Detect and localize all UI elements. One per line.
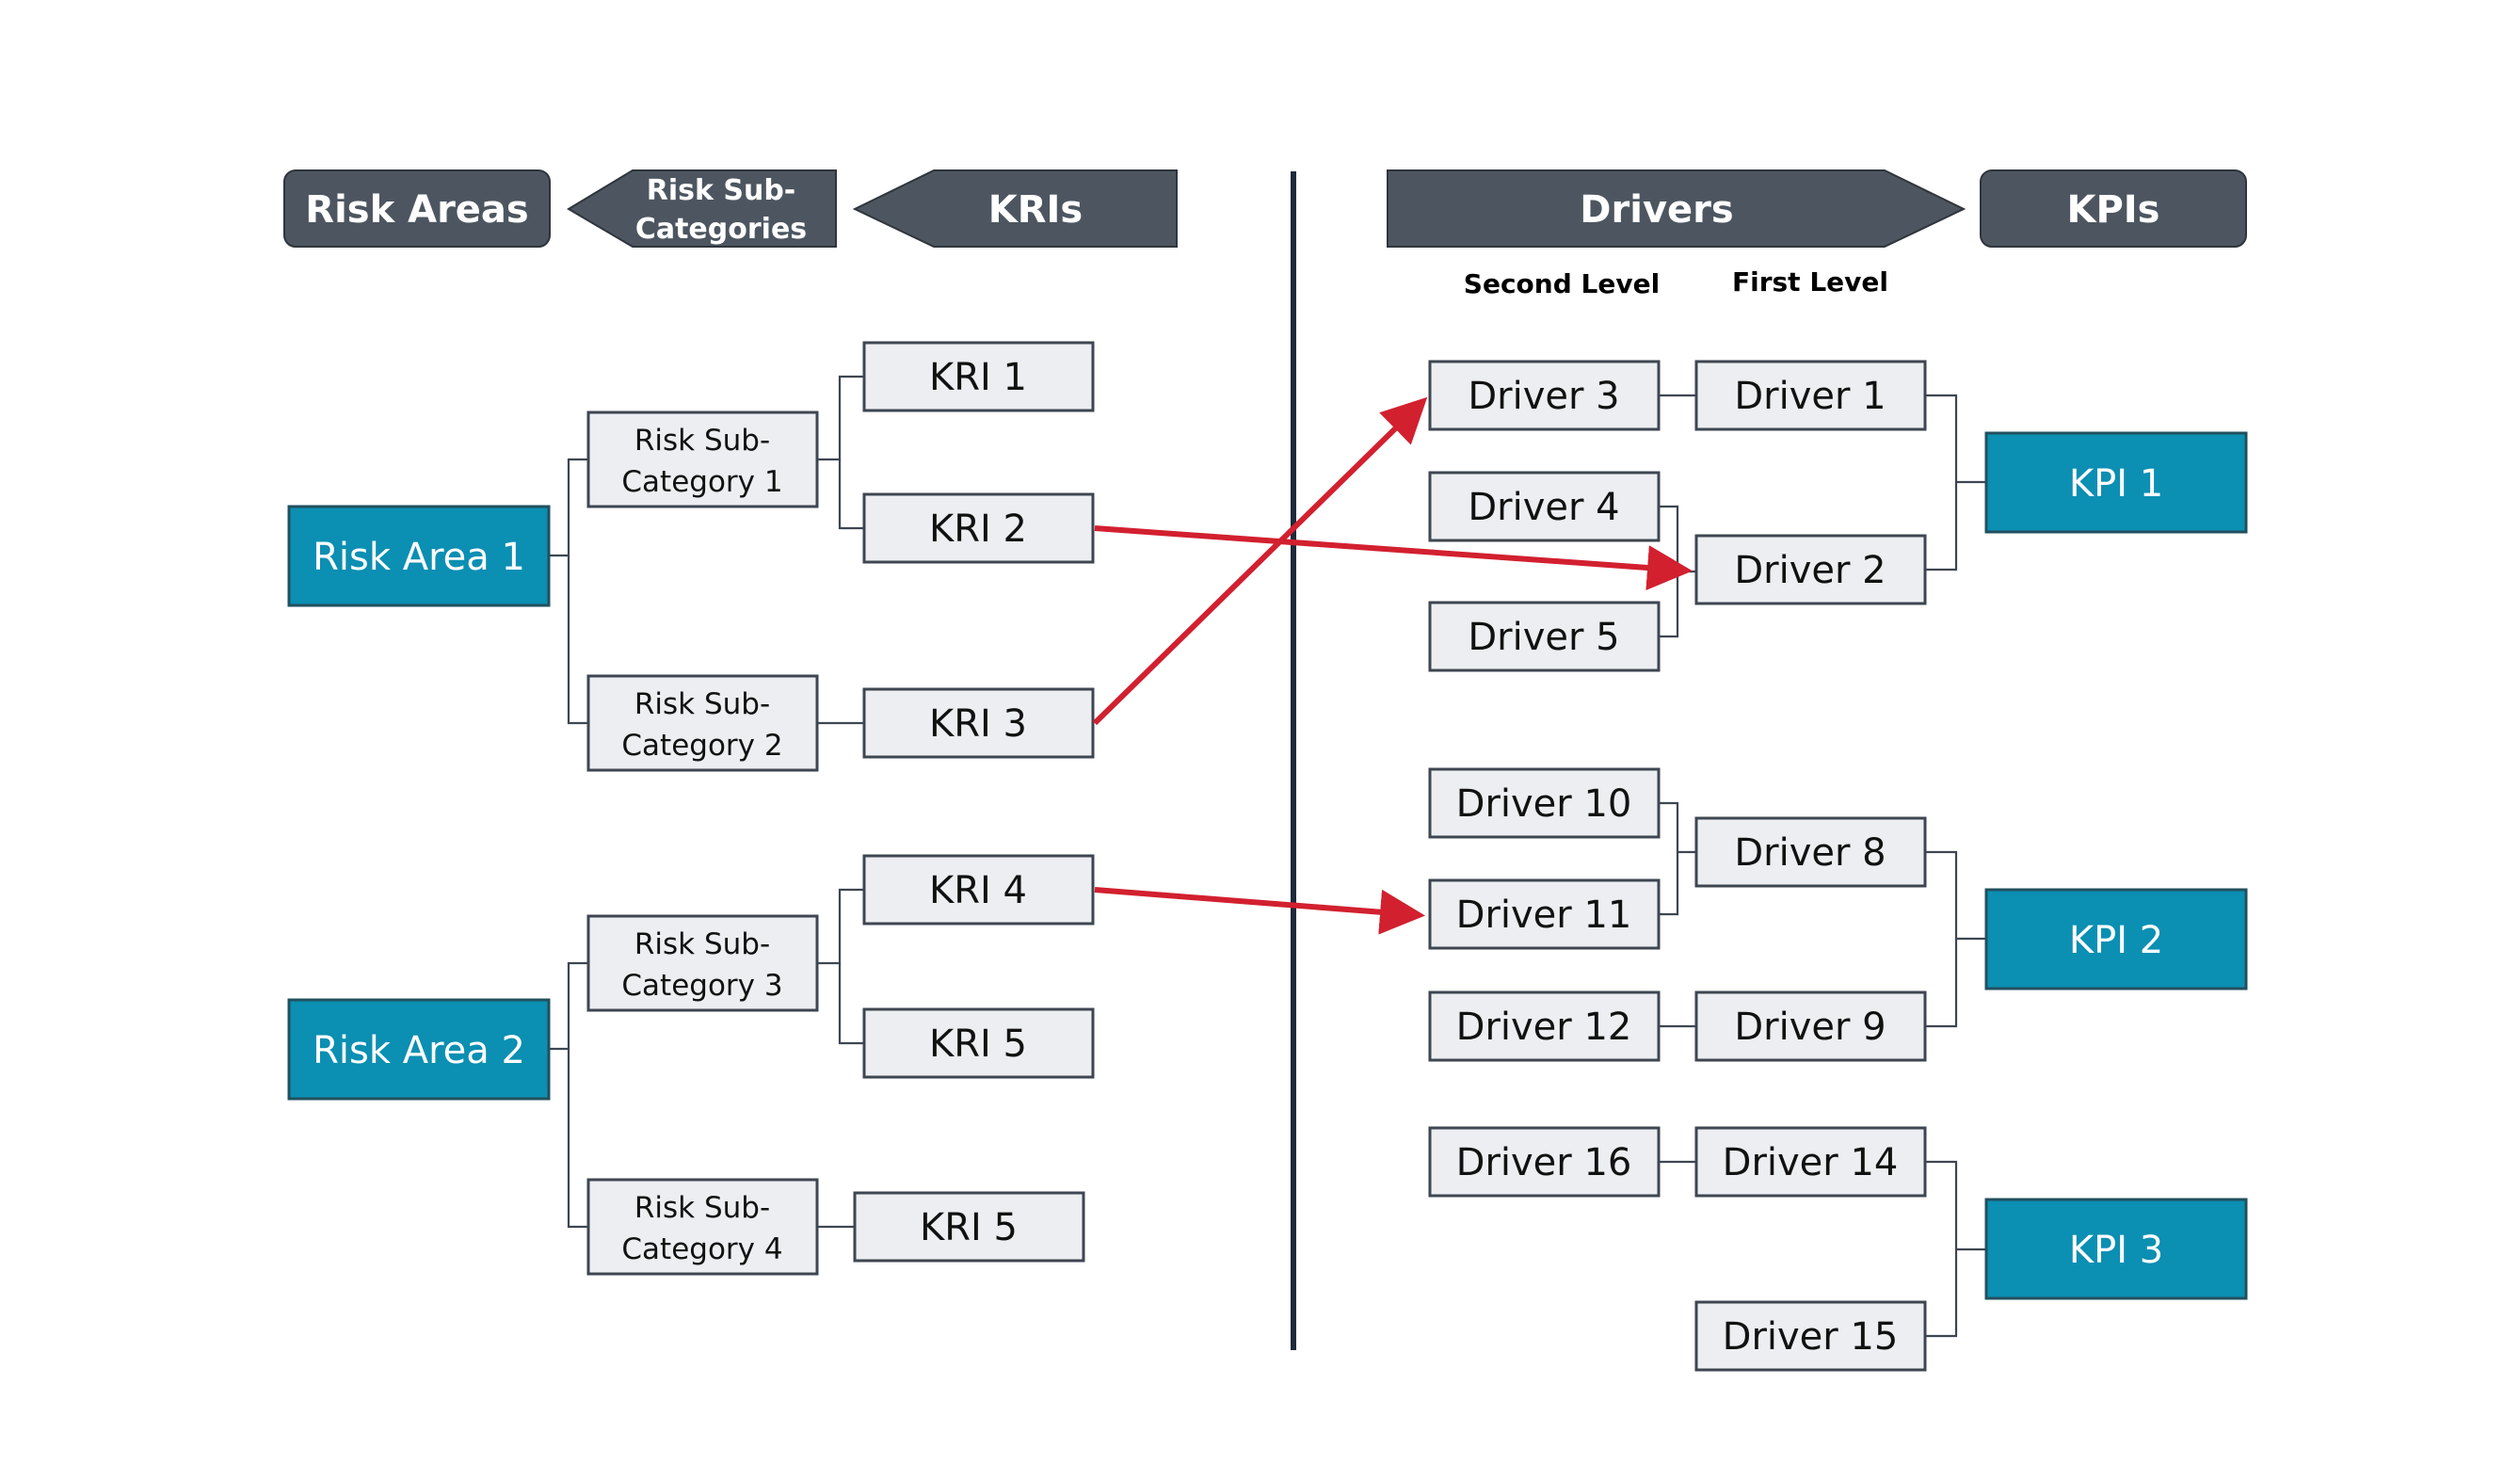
kri-4: KRI 4 — [862, 854, 1095, 926]
driver-10-label: Driver 10 — [1456, 782, 1632, 826]
kri-1: KRI 1 — [862, 341, 1095, 412]
kri-3-label: KRI 3 — [929, 702, 1027, 746]
kri-1-label: KRI 1 — [929, 356, 1027, 399]
header-risk-sub-categories-line1: Risk Sub- — [647, 174, 796, 207]
header-drivers: Drivers — [1387, 169, 1966, 248]
header-risk-sub-categories-line2: Categories — [635, 213, 807, 246]
risk-sub-category-4-line2: Category 4 — [621, 1232, 782, 1266]
header-risk-areas: Risk Areas — [283, 169, 551, 248]
driver-3: Driver 3 — [1428, 360, 1661, 431]
risk-sub-category-4-line1: Risk Sub- — [634, 1191, 770, 1225]
link-arrows — [1092, 396, 1693, 935]
risk-sub-category-1-line1: Risk Sub- — [634, 424, 770, 458]
kri-5b-label: KRI 5 — [920, 1206, 1018, 1249]
kri-5a-label: KRI 5 — [929, 1022, 1027, 1066]
driver-9-label: Driver 9 — [1734, 1006, 1886, 1049]
driver-14: Driver 14 — [1694, 1126, 1927, 1198]
kpi-2-label: KPI 2 — [2069, 919, 2163, 962]
kri-5a: KRI 5 — [862, 1007, 1095, 1079]
driver-3-label: Driver 3 — [1468, 375, 1619, 418]
risk-sub-category-1: Risk Sub- Category 1 — [586, 411, 819, 508]
risk-sub-category-4: Risk Sub- Category 4 — [586, 1178, 819, 1276]
driver-9: Driver 9 — [1694, 990, 1927, 1062]
driver-2: Driver 2 — [1694, 534, 1927, 605]
driver-11: Driver 11 — [1428, 878, 1661, 950]
driver-11-label: Driver 11 — [1456, 893, 1632, 937]
kpi-1-label: KPI 1 — [2069, 462, 2163, 506]
kpi-2: KPI 2 — [1984, 888, 2248, 990]
risk-sub-category-3: Risk Sub- Category 3 — [586, 914, 819, 1012]
driver-12: Driver 12 — [1428, 990, 1661, 1062]
driver-8: Driver 8 — [1694, 816, 1927, 888]
risk-sub-category-2: Risk Sub- Category 2 — [586, 674, 819, 772]
risk-area-1-label: Risk Area 1 — [313, 536, 525, 579]
left-connectors — [549, 375, 864, 1229]
first-level-label: First Level — [1732, 266, 1888, 298]
arrow-kri4-to-driver11 — [1094, 887, 1425, 935]
risk-sub-category-2-line2: Category 2 — [621, 729, 782, 763]
risk-sub-category-1-line2: Category 1 — [621, 465, 782, 499]
risk-area-1: Risk Area 1 — [287, 505, 551, 607]
driver-5: Driver 5 — [1428, 601, 1661, 672]
driver-16-label: Driver 16 — [1456, 1141, 1632, 1184]
header-kris: KRIs — [852, 169, 1178, 248]
header-risk-sub-categories: Risk Sub- Categories — [567, 169, 837, 248]
risk-sub-category-3-line2: Category 3 — [621, 969, 782, 1003]
risk-sub-category-3-line1: Risk Sub- — [634, 927, 770, 961]
header-kpis: KPIs — [1980, 169, 2247, 248]
driver-1: Driver 1 — [1694, 360, 1927, 431]
header-kris-label: KRIs — [988, 188, 1083, 232]
driver-4-label: Driver 4 — [1468, 486, 1619, 529]
risk-area-2: Risk Area 2 — [287, 998, 551, 1101]
risk-sub-category-2-line1: Risk Sub- — [634, 687, 770, 721]
driver-4: Driver 4 — [1428, 471, 1661, 542]
driver-8-label: Driver 8 — [1734, 831, 1886, 875]
risk-area-2-label: Risk Area 2 — [313, 1029, 525, 1072]
second-level-label: Second Level — [1464, 268, 1660, 299]
driver-2-label: Driver 2 — [1734, 549, 1886, 592]
driver-10: Driver 10 — [1428, 767, 1661, 839]
kri-5b: KRI 5 — [853, 1191, 1085, 1263]
driver-14-label: Driver 14 — [1723, 1141, 1899, 1184]
kpi-3-label: KPI 3 — [2069, 1229, 2163, 1272]
driver-1-label: Driver 1 — [1734, 375, 1886, 418]
header-kpis-label: KPIs — [2066, 188, 2159, 232]
kpi-1: KPI 1 — [1984, 431, 2248, 534]
kpi-3: KPI 3 — [1984, 1198, 2248, 1300]
kri-2: KRI 2 — [862, 492, 1095, 564]
driver-12-label: Driver 12 — [1456, 1006, 1632, 1049]
driver-16: Driver 16 — [1428, 1126, 1661, 1198]
driver-15: Driver 15 — [1694, 1300, 1927, 1372]
header-drivers-label: Drivers — [1580, 188, 1733, 232]
kri-2-label: KRI 2 — [929, 507, 1027, 551]
arrow-kri2-to-driver2 — [1094, 525, 1693, 590]
kri-3: KRI 3 — [862, 687, 1095, 759]
driver-15-label: Driver 15 — [1723, 1315, 1899, 1359]
arrow-kri3-to-driver3 — [1092, 396, 1428, 726]
kri-4-label: KRI 4 — [929, 869, 1027, 912]
driver-5-label: Driver 5 — [1468, 616, 1619, 659]
header-risk-areas-label: Risk Areas — [305, 188, 528, 232]
